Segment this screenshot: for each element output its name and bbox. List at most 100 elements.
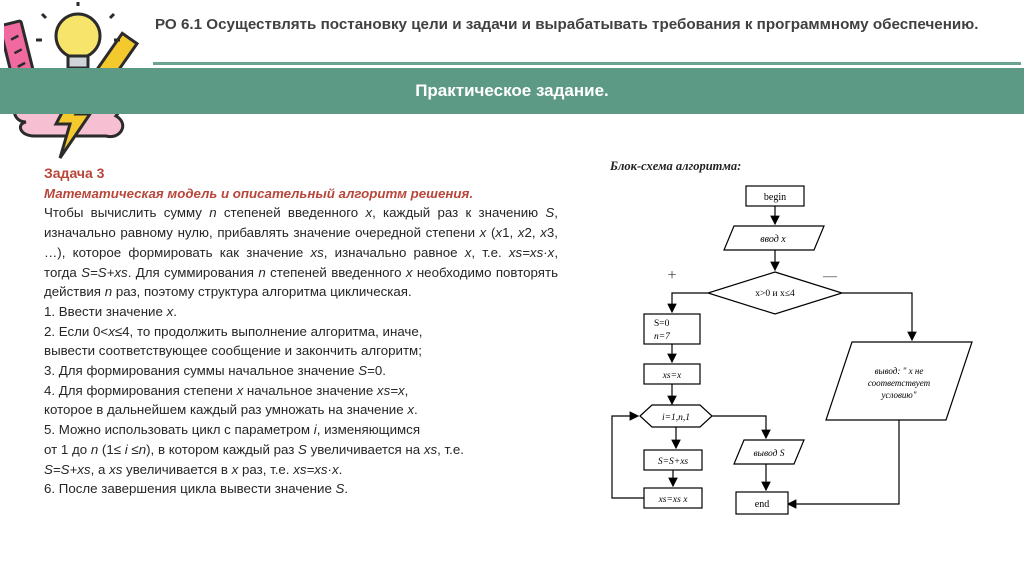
text-run: , каждый раз к значению bbox=[372, 205, 546, 221]
text-run: степеней введенного bbox=[265, 264, 406, 280]
begin-label: begin bbox=[764, 192, 786, 203]
text-run: раз, поэтому структура алгоритма цикличе… bbox=[112, 284, 412, 300]
text-run: S bbox=[545, 205, 555, 221]
text-run: x bbox=[407, 402, 414, 418]
algorithm-step: 1. Ввести значение x. bbox=[44, 302, 558, 322]
minus-label: — bbox=[822, 269, 838, 284]
text-run: , а bbox=[90, 461, 110, 477]
text-run: 5. Можно использовать цикл с параметром bbox=[44, 422, 314, 438]
error-output-block bbox=[825, 341, 973, 421]
text-run: x bbox=[231, 461, 239, 477]
text-run: xs bbox=[423, 441, 438, 457]
algorithm-step: вывести соответствующее сообщение и зако… bbox=[44, 341, 558, 361]
text-run: =0. bbox=[367, 363, 386, 379]
text-run: . bbox=[344, 481, 349, 497]
text-run: S bbox=[335, 481, 345, 497]
sum-label: S=S+xs bbox=[658, 457, 689, 467]
algorithm-step: от 1 до n (1≤ i ≤n), в котором каждый ра… bbox=[44, 440, 558, 460]
condition-label: x>0 и x≤4 bbox=[755, 289, 795, 299]
flow-arrow bbox=[667, 292, 708, 314]
text-run: Чтобы вычислить сумму bbox=[44, 205, 210, 221]
algorithm-step: 2. Если 0<x≤4, то продолжить выполнение … bbox=[44, 322, 558, 342]
text-run: x bbox=[495, 225, 503, 241]
task-paragraph: Чтобы вычислить сумму n степеней введенн… bbox=[44, 203, 558, 302]
text-run: начальное значение bbox=[243, 382, 377, 398]
init-s-label: S=0 bbox=[654, 319, 670, 329]
text-run: . bbox=[338, 461, 343, 477]
output-label: вывод S bbox=[753, 448, 784, 459]
page-title: РО 6.1 Осуществлять постановку цели и за… bbox=[155, 16, 979, 33]
text-run: i bbox=[313, 422, 317, 438]
text-run: . bbox=[413, 402, 418, 418]
text-run: S bbox=[358, 363, 368, 379]
task-content: Задача 3 Математическая модель и описате… bbox=[44, 164, 558, 499]
text-run: n bbox=[138, 441, 147, 457]
flow-arrow bbox=[786, 420, 900, 509]
text-run: , изначально равному нулю, прибавлять зн… bbox=[44, 205, 558, 241]
text-run: 2, bbox=[524, 225, 541, 241]
output-block bbox=[733, 439, 805, 465]
text-run: x bbox=[405, 264, 413, 280]
text-run: , т.е. bbox=[437, 441, 464, 457]
title-divider bbox=[153, 62, 1021, 65]
text-run: (1≤ bbox=[98, 441, 125, 457]
text-run: xs=x bbox=[376, 382, 405, 398]
text-run: , bbox=[404, 382, 409, 398]
flowchart-title: Блок-схема алгоритма: bbox=[609, 159, 741, 173]
text-run: 3, …), которое формировать как значение bbox=[44, 225, 558, 260]
text-run: x bbox=[479, 225, 487, 241]
text-run: xs bbox=[109, 461, 123, 477]
algorithm-step: 6. После завершения цикла вывести значен… bbox=[44, 479, 558, 499]
text-run: n bbox=[209, 205, 217, 221]
init-n-label: n=7 bbox=[654, 332, 671, 342]
text-run: ≤4, то продолжить выполнение алгоритма, … bbox=[114, 323, 423, 339]
algorithm-step: которое в дальнейшем каждый раз умножать… bbox=[44, 400, 558, 420]
error-line2: соответствует bbox=[868, 378, 931, 388]
task-subtitle: Математическая модель и описательный алг… bbox=[44, 185, 474, 201]
text-run: степеней введенного bbox=[216, 205, 366, 221]
loop-back-arrow bbox=[611, 411, 644, 499]
text-run: 1. Ввести значение bbox=[44, 303, 167, 319]
text-run: увеличивается в bbox=[122, 461, 232, 477]
algorithm-step: 4. Для формирования степени x начальное … bbox=[44, 381, 558, 401]
algorithm-steps: 1. Ввести значение x.2. Если 0<x≤4, то п… bbox=[44, 302, 558, 499]
text-run: n bbox=[104, 284, 113, 300]
text-run: x bbox=[517, 225, 525, 241]
end-block bbox=[735, 491, 789, 515]
flowchart: Блок-схема алгоритма: begin ввод x x>0 и… bbox=[609, 159, 973, 515]
text-run: S=S+xs bbox=[81, 264, 128, 280]
input-block bbox=[723, 225, 825, 251]
text-run: , изменяющимся bbox=[316, 422, 421, 438]
text-run: от 1 до bbox=[44, 441, 91, 457]
init-block bbox=[643, 313, 701, 345]
text-run: 4. Для формирования степени bbox=[44, 382, 237, 398]
section-title: Практическое задание. bbox=[415, 81, 609, 100]
text-run: ), в котором каждый раз bbox=[146, 441, 299, 457]
text-run: i bbox=[124, 441, 128, 457]
loop-label: i=1,n,1 bbox=[662, 413, 690, 423]
text-run: x bbox=[236, 382, 244, 398]
end-label: end bbox=[755, 499, 769, 510]
text-run: xs=xs·x bbox=[293, 461, 339, 477]
plus-label: + bbox=[667, 267, 676, 284]
text-run: , изначально равное bbox=[323, 244, 465, 260]
text-run: S=S+xs bbox=[44, 461, 91, 477]
text-run: n bbox=[90, 441, 99, 457]
text-run: , т.е. bbox=[471, 244, 509, 260]
text-run: x bbox=[365, 205, 373, 221]
text-run: которое в дальнейшем каждый раз умножать… bbox=[44, 402, 408, 418]
task-title: Задача 3 bbox=[44, 165, 105, 181]
text-run: 3. Для формирования суммы начальное знач… bbox=[44, 363, 359, 379]
text-run: x bbox=[166, 303, 174, 319]
flow-arrow bbox=[842, 292, 917, 342]
text-run: n bbox=[258, 264, 266, 280]
mult-label: xs=xs x bbox=[658, 495, 689, 505]
text-run: . bbox=[173, 303, 177, 319]
text-run: 2. Если 0< bbox=[44, 323, 109, 339]
text-run: необходимо повторять действия bbox=[44, 264, 558, 300]
section-banner: Практическое задание. bbox=[0, 68, 1024, 114]
text-run: ≤ bbox=[127, 441, 139, 457]
text-run: S bbox=[298, 441, 307, 457]
init-xs-label: xs=x bbox=[662, 371, 682, 381]
text-run: xs bbox=[310, 244, 324, 260]
